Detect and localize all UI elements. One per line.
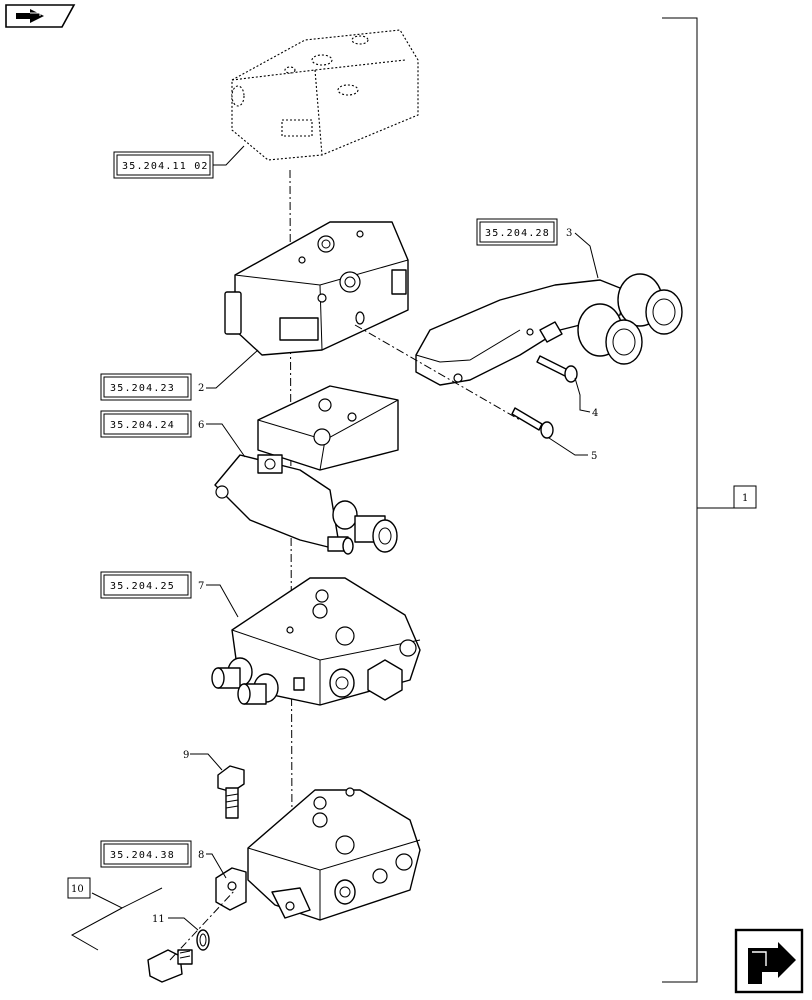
group-item-10: 10 (67, 877, 163, 951)
svg-text:6: 6 (198, 420, 204, 431)
coupler-lower (577, 303, 643, 365)
valve-block-part-2 (224, 221, 409, 356)
screw-part-4: 4 (536, 355, 598, 419)
fitting-left-upper (211, 657, 253, 689)
coupler-upper (617, 273, 683, 335)
svg-text:35.204.24: 35.204.24 (110, 420, 175, 431)
callout-4: 4 (592, 408, 598, 419)
reference-35.204.25[interactable]: 35.204.25 7 (100, 571, 239, 618)
coupling-large (332, 500, 398, 553)
valve-section-part-6 (214, 385, 399, 555)
coupler-bracket-part-3 (415, 273, 683, 386)
svg-text:35.204.38: 35.204.38 (110, 850, 175, 861)
callout-9: 9 (183, 750, 189, 761)
upstream-housing-ghost (231, 29, 419, 161)
oring-part-11: 11 (152, 914, 210, 951)
group-item-10-label: 10 (71, 884, 84, 895)
reference-35.204.11-02[interactable]: 35.204.11 02 (113, 145, 245, 179)
plug-fitting (147, 949, 193, 983)
forward-arrow-icon[interactable] (734, 928, 804, 994)
reference-35.204.28[interactable]: 35.204.28 3 (476, 218, 599, 279)
assembly-axis (289, 169, 293, 839)
svg-text:3: 3 (566, 228, 572, 239)
assembly-item-box (733, 485, 757, 509)
assembly-bracket: 1 (662, 17, 757, 983)
svg-text:35.204.28: 35.204.28 (485, 228, 550, 239)
fitting-left-lower (237, 673, 279, 705)
svg-text:2: 2 (198, 383, 204, 394)
callout-5: 5 (591, 451, 597, 462)
bolt-part-9: 9 (183, 750, 245, 819)
svg-text:35.204.11 02: 35.204.11 02 (122, 161, 209, 172)
coupling-small (327, 536, 354, 555)
assembly-item-label: 1 (742, 493, 748, 504)
reference-35.204.23[interactable]: 35.204.23 2 (100, 349, 259, 401)
svg-text:7: 7 (198, 581, 204, 592)
callout-11: 11 (152, 914, 165, 925)
svg-text:35.204.25: 35.204.25 (110, 581, 175, 592)
svg-text:8: 8 (198, 850, 204, 861)
valve-section-part-7 (211, 577, 421, 706)
svg-text:35.204.23: 35.204.23 (110, 383, 175, 394)
reference-35.204.38[interactable]: 35.204.38 8 (100, 840, 227, 879)
screw-part-5: 5 (511, 407, 597, 462)
back-arrow-icon[interactable] (5, 4, 76, 28)
end-section-part-8 (215, 787, 421, 921)
reference-35.204.24[interactable]: 35.204.24 6 (100, 410, 246, 458)
